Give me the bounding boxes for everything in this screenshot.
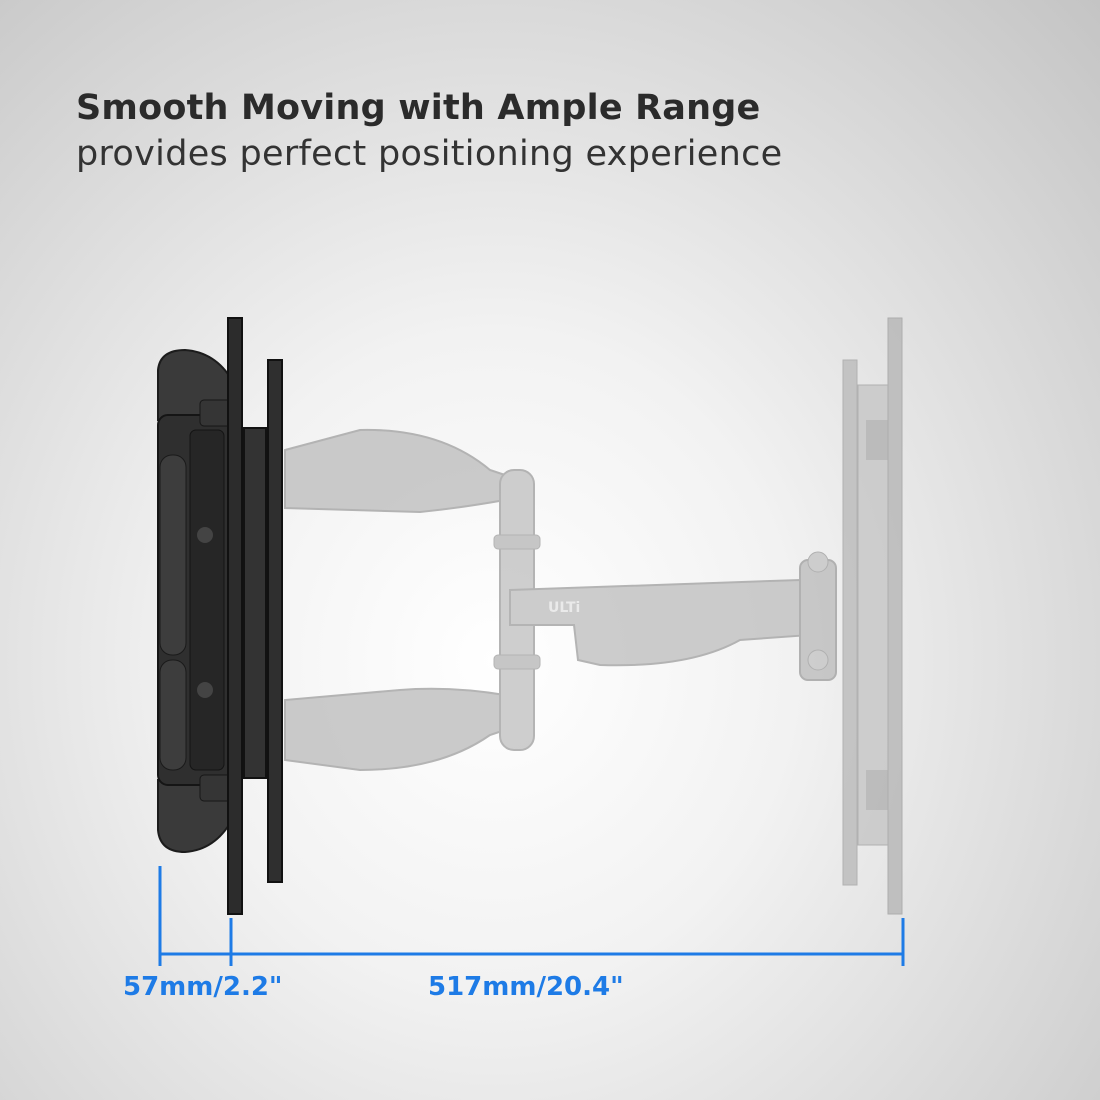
headline-title: Smooth Moving with Ample Range — [76, 88, 761, 128]
extended-mount-ghost: ULTi — [284, 317, 903, 915]
lower-arm — [284, 687, 506, 772]
dimension-line-icon — [158, 866, 905, 966]
retracted-mount — [157, 317, 283, 915]
bracket-frame — [857, 384, 889, 846]
headline-subtitle: provides perfect positioning experience — [76, 134, 783, 174]
retracted-depth-label: 57mm/2.2" — [123, 972, 283, 1002]
upper-arm — [284, 428, 506, 514]
bracket-rail — [243, 427, 267, 779]
extension-range-label: 517mm/20.4" — [428, 972, 624, 1002]
forearm — [509, 578, 812, 667]
arm-brand-mark: ULTi — [548, 600, 580, 616]
bracket-rail-rear — [842, 359, 858, 886]
bracket-rail-front — [267, 359, 283, 883]
tv-panel-extended — [887, 317, 903, 915]
tv-panel-retracted — [227, 317, 243, 915]
